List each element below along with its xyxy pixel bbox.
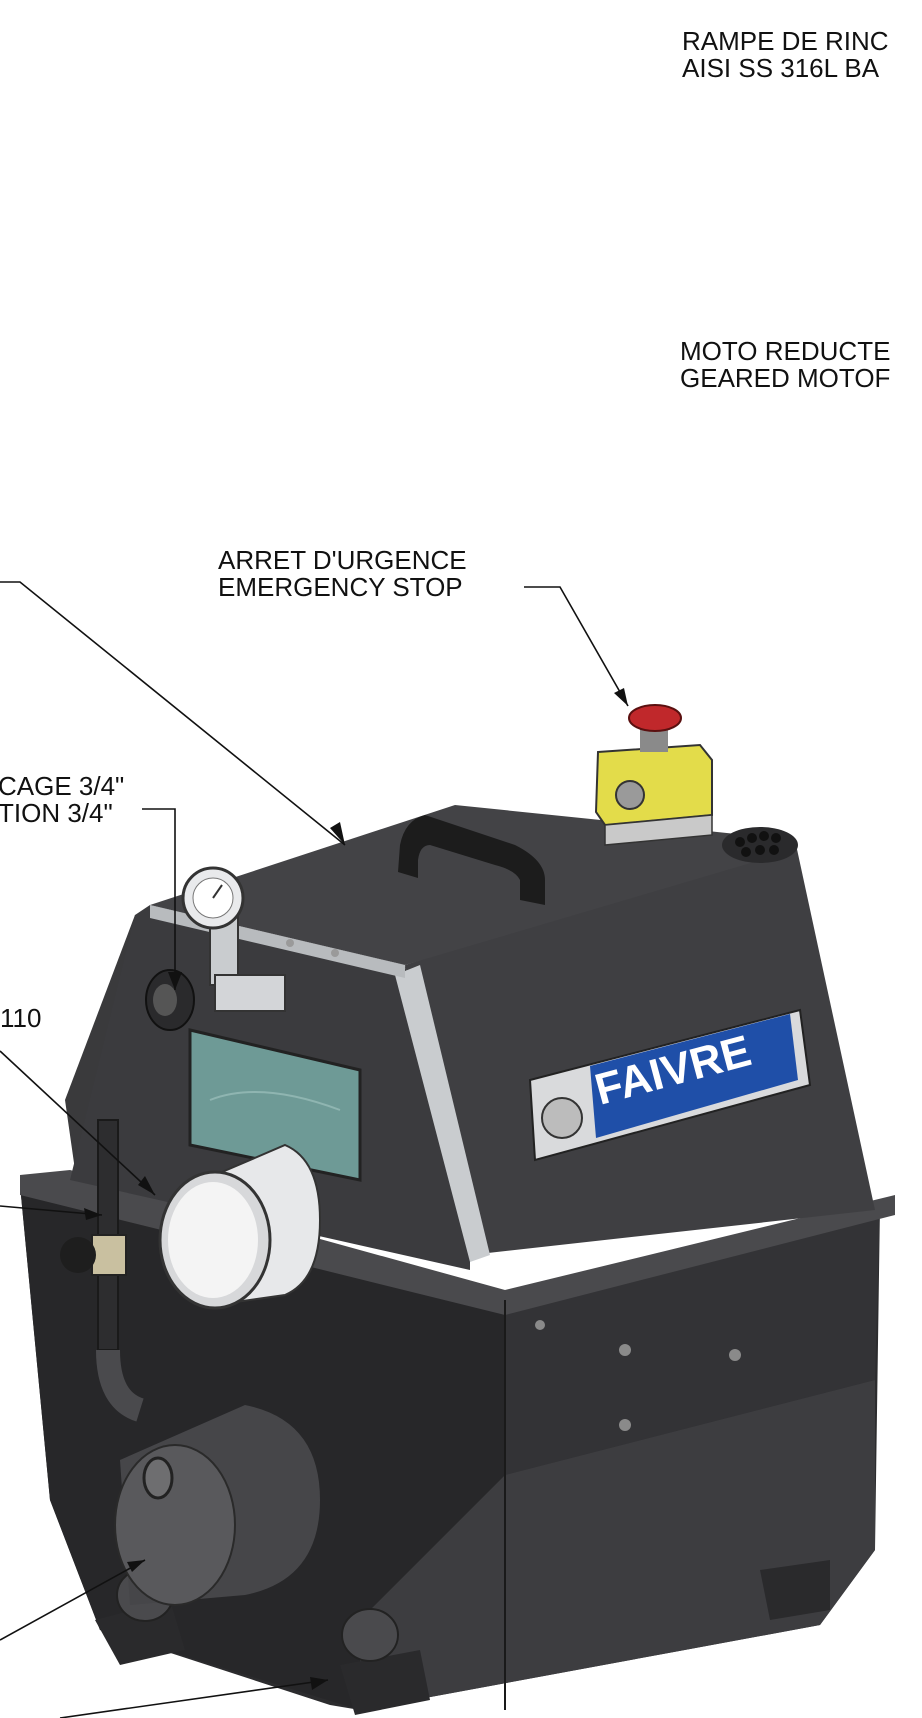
emergency-stop bbox=[594, 704, 713, 846]
arrowheads bbox=[84, 688, 628, 1690]
bolt-icon bbox=[729, 1349, 741, 1361]
label-emergency-stop-line2: EMERGENCY STOP bbox=[218, 572, 463, 602]
label-geared-motor-line2: GEARED MOTOF bbox=[680, 363, 891, 393]
label-emergency-stop: ARRET D'URGENCE EMERGENCY STOP bbox=[218, 547, 467, 601]
bolt-icon bbox=[619, 1344, 631, 1356]
inlet-pipe bbox=[158, 1143, 322, 1310]
bolt-icon bbox=[535, 1320, 545, 1330]
label-diameter-line1: 110 bbox=[0, 1003, 42, 1033]
label-rinse-inlet-line1: CAGE 3/4" bbox=[0, 771, 125, 801]
viewing-window bbox=[188, 1028, 362, 1182]
label-rinse-inlet: CAGE 3/4" TION 3/4" bbox=[0, 773, 124, 827]
outlet-tube bbox=[114, 1405, 320, 1606]
stop-button-icon bbox=[628, 704, 682, 732]
label-rinse-inlet-line2: TION 3/4" bbox=[0, 798, 113, 828]
callout-leaders bbox=[0, 581, 629, 1718]
label-diameter: 110 bbox=[0, 1005, 41, 1032]
label-geared-motor: MOTO REDUCTE GEARED MOTOF bbox=[680, 338, 890, 392]
label-emergency-stop-line1: ARRET D'URGENCE bbox=[218, 545, 467, 575]
valve-knob-icon bbox=[60, 1237, 96, 1273]
bolt-icon bbox=[619, 1419, 631, 1431]
label-geared-motor-line1: MOTO REDUCTE bbox=[680, 336, 891, 366]
label-rinse-ramp-line2: AISI SS 316L BA bbox=[682, 53, 880, 83]
label-rinse-ramp: RAMPE DE RINC AISI SS 316L BA bbox=[682, 28, 889, 82]
sight-tube bbox=[60, 1119, 145, 1422]
handle-icon bbox=[398, 815, 545, 905]
gear-logo-icon bbox=[541, 1097, 583, 1139]
label-rinse-ramp-line1: RAMPE DE RINC bbox=[682, 26, 889, 56]
drain-valve-icon bbox=[341, 1608, 399, 1662]
vent-grille bbox=[722, 827, 798, 863]
rinse-connection bbox=[145, 866, 286, 1031]
